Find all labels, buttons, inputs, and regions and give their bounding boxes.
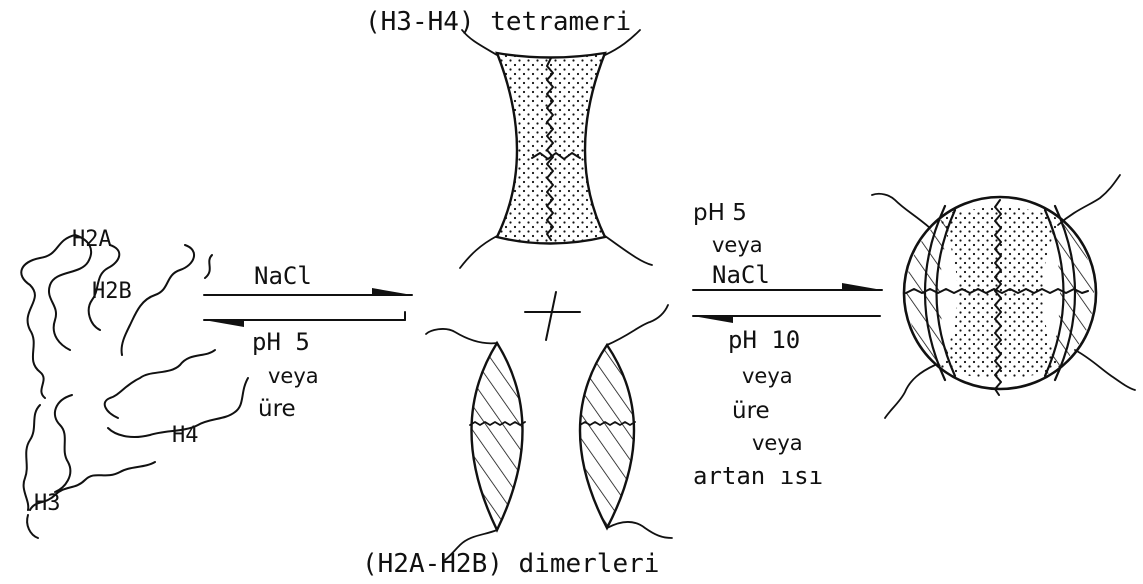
plus-sign — [525, 292, 580, 340]
dimer-title: (H2A-H2B) dimerleri — [362, 549, 659, 579]
histone-octamer — [872, 175, 1135, 418]
h2a-h2b-dimer-left — [426, 329, 525, 560]
right-reverse-arrow — [693, 315, 880, 323]
right-forward-label-3: NaCl — [712, 261, 770, 289]
right-reverse-label-5: artan ısı — [693, 462, 823, 490]
right-reverse-label-4: veya — [752, 431, 803, 455]
h3-h4-tetramer — [460, 30, 652, 268]
left-reverse-arrow — [204, 312, 405, 327]
tetramer-title: (H3-H4) tetrameri — [365, 7, 631, 37]
left-reverse-label-1: pH 5 — [252, 328, 310, 356]
left-reverse-label-2: veya — [268, 364, 319, 388]
left-forward-label: NaCl — [254, 262, 312, 290]
label-h2a: H2A — [72, 227, 112, 252]
label-h4: H4 — [172, 423, 199, 448]
right-reverse-label-3: üre — [732, 398, 770, 424]
right-reverse-label-1: pH 10 — [728, 326, 800, 354]
right-reverse-label-2: veya — [742, 364, 793, 388]
right-forward-label-2: veya — [712, 233, 763, 257]
right-forward-label-1: pH 5 — [693, 200, 747, 226]
label-h2b: H2B — [92, 279, 132, 304]
h2a-h2b-dimer-right — [580, 305, 672, 538]
label-h3: H3 — [34, 491, 61, 516]
left-reverse-label-3: üre — [258, 396, 296, 422]
